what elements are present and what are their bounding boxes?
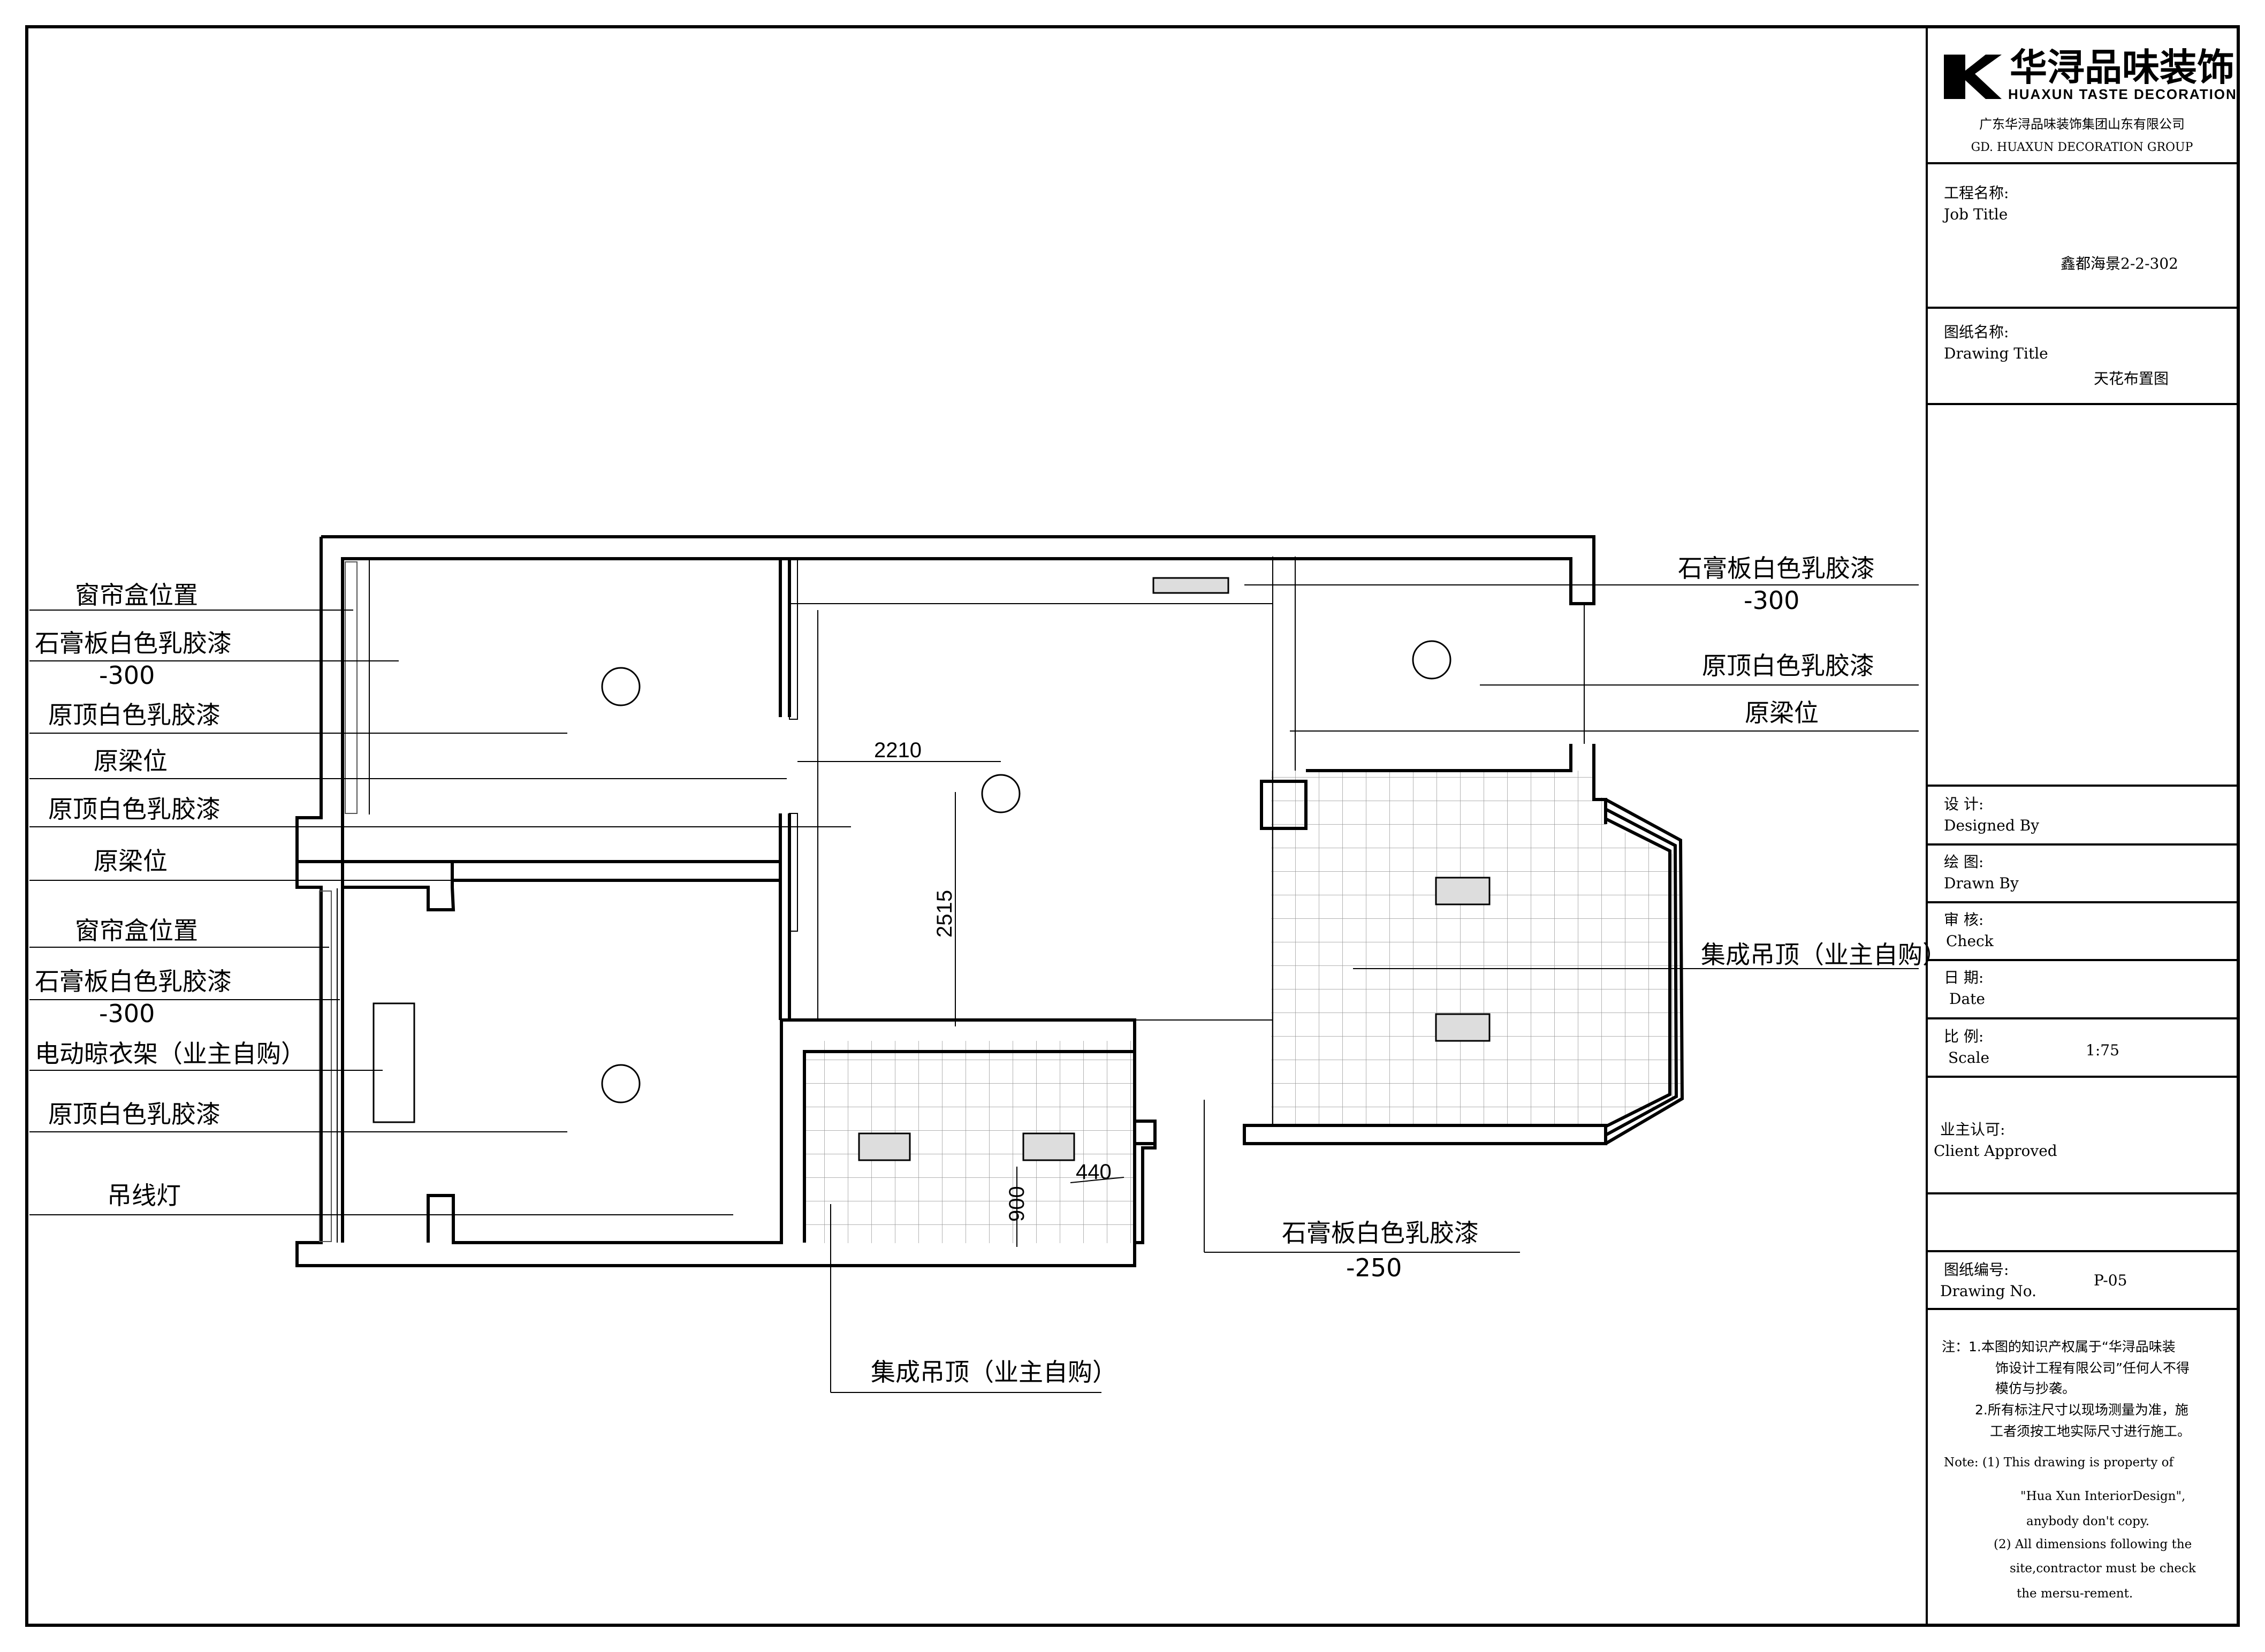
label-gypsum-ceiling: 石膏板白色乳胶漆	[35, 629, 232, 658]
label-gypsum-level: -300	[99, 999, 155, 1028]
annotation-labels: 窗帘盒位置 石膏板白色乳胶漆 -300 原顶白色乳胶漆 原梁位 原顶白色乳胶漆 …	[35, 554, 1947, 1387]
drawing-title-label-en: Drawing Title	[1944, 345, 2048, 362]
label-original-ceiling: 原顶白色乳胶漆	[1702, 651, 1874, 680]
drawing-no-label-cn: 图纸编号:	[1944, 1261, 2009, 1278]
note-en-line: (2) All dimensions following the	[1994, 1537, 2192, 1551]
label-gypsum-ceiling: 石膏板白色乳胶漆	[35, 967, 232, 996]
client-approved-label-en: Client Approved	[1934, 1142, 2057, 1160]
company-name-cn: 广东华浔品味装饰集团山东有限公司	[1979, 117, 2185, 132]
company-logo-icon: 华浔品味装饰 HUAXUN TASTE DECORATION	[1944, 47, 2237, 102]
notes-cn: 注：1.本图的知识产权属于“华浔品味装 饰设计工程有限公司”任何人不得 模仿与抄…	[1942, 1339, 2191, 1439]
note-cn-line: 注：1.本图的知识产权属于“华浔品味装	[1942, 1339, 2176, 1354]
label-gypsum-level: -300	[1744, 586, 1799, 615]
date-label-en: Date	[1949, 990, 1985, 1008]
note-en-line: Note: (1) This drawing is property of	[1944, 1456, 2174, 1470]
drawing-title-label-cn: 图纸名称:	[1944, 323, 2009, 341]
curtain-box-top	[345, 561, 358, 814]
drawn-by-label-cn: 绘 图:	[1944, 853, 1983, 871]
label-original-beam: 原梁位	[1745, 698, 1819, 727]
ceiling-plan	[29, 535, 1919, 1393]
dimension-value: 2210	[874, 739, 922, 762]
label-original-ceiling: 原顶白色乳胶漆	[48, 1100, 221, 1129]
drawn-by-label-en: Drawn By	[1944, 874, 2019, 892]
ceiling-light-icon	[981, 774, 1021, 813]
client-approved-label-cn: 业主认可:	[1940, 1121, 2005, 1138]
date-label-cn: 日 期:	[1944, 969, 1983, 986]
notes-en: Note: (1) This drawing is property of "H…	[1944, 1456, 2196, 1601]
label-gypsum-ceiling: 石膏板白色乳胶漆	[1678, 554, 1875, 583]
note-en-line: anybody don't copy.	[2026, 1514, 2149, 1528]
note-en-line: "Hua Xun InteriorDesign",	[2020, 1489, 2185, 1503]
ceiling-light-icon	[1412, 640, 1451, 680]
curtain-box-bottom	[319, 890, 332, 1242]
label-gypsum-level: -300	[99, 661, 155, 690]
label-curtain-box: 窗帘盒位置	[75, 916, 198, 945]
scale-label-en: Scale	[1948, 1049, 1989, 1067]
label-gypsum-ceiling: 石膏板白色乳胶漆	[1282, 1219, 1479, 1247]
logo-brand-en: HUAXUN TASTE DECORATION	[2008, 86, 2237, 102]
bath-heater-icon	[1435, 877, 1491, 905]
label-gypsum-level: -250	[1346, 1253, 1402, 1282]
job-title-label-en: Job Title	[1942, 205, 2008, 223]
label-drying-rack: 电动晾衣架（业主自购）	[35, 1039, 306, 1068]
ac-vent-icon	[1152, 577, 1229, 594]
bathroom-grid-ceiling	[804, 1041, 1135, 1243]
leader-lines	[29, 584, 1919, 1393]
note-cn-line: 2.所有标注尺寸以现场测量为准，施	[1975, 1402, 2188, 1418]
ceiling-light-icon	[601, 1064, 641, 1103]
check-label-en: Check	[1946, 932, 1994, 950]
label-pendant-light: 吊线灯	[107, 1181, 181, 1210]
note-en-line: site,contractor must be check	[2010, 1562, 2196, 1575]
label-curtain-box: 窗帘盒位置	[75, 581, 198, 610]
sheet-border	[25, 25, 2240, 1627]
bath-heater-icon	[858, 1132, 911, 1161]
company-name-en: GD. HUAXUN DECORATION GROUP	[1971, 141, 2193, 154]
scale-label-cn: 比 例:	[1944, 1027, 1983, 1045]
label-original-beam: 原梁位	[94, 847, 168, 876]
note-cn-line: 饰设计工程有限公司”任何人不得	[1995, 1360, 2190, 1376]
job-title-label-cn: 工程名称:	[1944, 184, 2009, 202]
drying-rack-icon	[373, 1002, 415, 1123]
scale-value: 1:75	[2086, 1041, 2119, 1059]
drawing-no-label-en: Drawing No.	[1940, 1282, 2036, 1300]
dimension-value: 2515	[933, 890, 956, 938]
dimension-value: 900	[1005, 1186, 1029, 1222]
ceiling-light-icon	[601, 667, 641, 706]
logo-brand-cn: 华浔品味装饰	[2010, 47, 2234, 88]
dimension-value: 440	[1076, 1160, 1112, 1184]
dimension-lines	[797, 761, 1124, 1247]
designed-by-label-cn: 设 计:	[1944, 795, 1983, 813]
note-cn-line: 工者须按工地实际尺寸进行施工。	[1990, 1423, 2191, 1439]
note-cn-line: 模仿与抄袭。	[1995, 1381, 2076, 1396]
balcony-grid-ceiling	[1271, 771, 1682, 1125]
label-integrated-ceiling: 集成吊顶（业主自购）	[1701, 940, 1947, 969]
note-en-line: the mersu-rement.	[2017, 1587, 2133, 1601]
bath-heater-icon	[1022, 1132, 1075, 1161]
check-label-cn: 审 核:	[1944, 911, 1983, 928]
designed-by-label-en: Designed By	[1944, 817, 2039, 834]
job-title-value: 鑫都海景2-2-302	[2061, 255, 2178, 272]
label-original-beam: 原梁位	[94, 747, 168, 775]
drawing-no-value: P-05	[2094, 1272, 2127, 1289]
drawing-title-value: 天花布置图	[2094, 370, 2169, 387]
label-integrated-ceiling: 集成吊顶（业主自购）	[871, 1358, 1117, 1387]
label-original-ceiling: 原顶白色乳胶漆	[48, 701, 221, 729]
title-block	[1926, 27, 2238, 1625]
bath-heater-icon	[1435, 1013, 1491, 1042]
label-original-ceiling: 原顶白色乳胶漆	[48, 795, 221, 824]
